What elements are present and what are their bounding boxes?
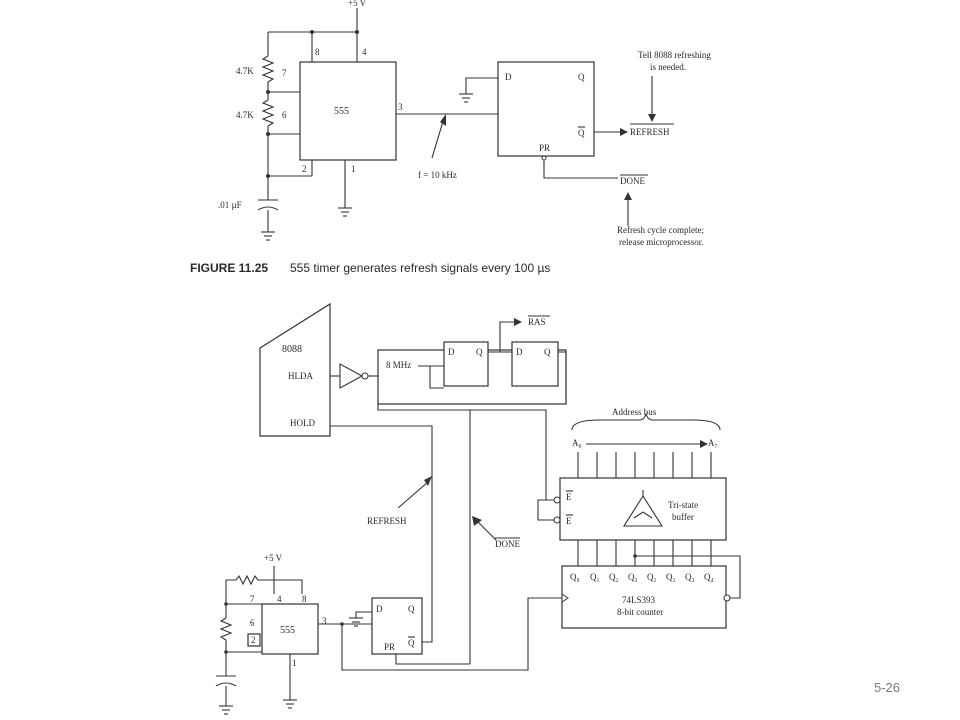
fig2-e2-label: E (566, 516, 572, 526)
fig1-note-done-2: release microprocessor. (619, 237, 703, 247)
fig2-8088-cpu (259, 302, 331, 437)
fig2-buffer-counter-lines (577, 540, 712, 566)
fig2-hlda-label: HLDA (288, 371, 313, 381)
fig2-e1-label: E (566, 492, 572, 502)
fig2-ff1-q: Q (476, 347, 483, 357)
fig2-counter-label-2: 8-bit counter (617, 607, 663, 617)
fig1-note-done-1: Refresh cycle complete; (617, 225, 704, 235)
fig2-74ls393-counter (561, 565, 727, 629)
fig2-refresh-label: REFRESH (367, 516, 407, 526)
fig2-counter-pin-4: Q₁ (647, 572, 657, 582)
fig2-flipflop-1 (443, 341, 489, 387)
fig2-555-timer (261, 603, 319, 655)
fig2-done-label: DONE (495, 539, 520, 549)
fig2-timer-label: 555 (280, 625, 295, 636)
fig2-counter-pin-6: Q₃ (685, 572, 695, 582)
fig2-ff2-q: Q (544, 347, 551, 357)
fig2-ground-555 (283, 699, 297, 709)
fig2-ground-cap (219, 705, 233, 715)
fig1-resistor-r2 (261, 99, 275, 127)
fig2-ground-d (349, 617, 363, 627)
fig2-clock-label: 8 MHz (386, 360, 411, 370)
fig2-counter-pin-0: Q₀ (570, 572, 580, 582)
fig2-flipflop-refresh (371, 597, 423, 655)
fig2-inverter (339, 363, 364, 389)
fig1-pin6: 6 (282, 110, 287, 120)
fig2-ff-qbar: Q (408, 638, 415, 648)
fig2-pin2: 2 (251, 635, 256, 645)
fig1-ff-q: Q (578, 72, 585, 82)
fig1-pin3: 3 (398, 102, 403, 112)
fig2-supply-label: +5 V (264, 553, 283, 563)
fig1-d-flipflop (497, 61, 595, 157)
figure-refresh-circuit: 8088 HLDA HOLD 8 MHz D Q D Q RAS Address… (215, 302, 741, 715)
fig1-ground-d (459, 93, 473, 103)
page-number: 5-26 (874, 680, 900, 695)
fig2-cpu-label: 8088 (282, 344, 302, 355)
fig1-r1-label: 4.7K (236, 66, 254, 76)
fig2-ff1-d: D (448, 347, 455, 357)
fig2-flipflop-2 (511, 341, 559, 387)
fig1-ff-qbar: Q (578, 128, 585, 138)
fig1-ff-pr: PR (539, 143, 550, 153)
fig2-pin8: 8 (302, 594, 307, 604)
fig2-a0-label: A₀ (572, 438, 582, 448)
fig2-address-bus-label: Address bus (612, 407, 657, 417)
fig2-counter-pin-3: Q₃ (628, 572, 638, 582)
fig1-refresh-label: REFRESH (630, 127, 670, 137)
fig2-address-bus-brace (571, 412, 721, 431)
figure-caption-label: FIGURE 11.25 (190, 261, 268, 275)
fig2-ff-q: Q (408, 604, 415, 614)
fig2-counter-pin-5: Q₂ (666, 572, 676, 582)
fig2-bus-lines (577, 452, 712, 478)
fig2-buffer-label-2: buffer (672, 512, 694, 522)
fig2-done-arrow (475, 519, 497, 541)
fig1-pin4: 4 (362, 47, 367, 57)
fig2-pin7: 7 (250, 594, 255, 604)
fig2-buffer-label-1: Tri-state (668, 500, 698, 510)
fig2-pin6: 6 (250, 618, 255, 628)
fig1-ff-d: D (505, 72, 512, 82)
fig1-cap-label: .01 µF (218, 200, 242, 210)
fig1-timer-label: 555 (334, 106, 349, 117)
fig1-pin8: 8 (315, 47, 320, 57)
fig2-refresh-arrow (397, 481, 429, 509)
fig2-a7-label: A₇ (708, 438, 718, 448)
fig2-ff-pr: PR (384, 642, 395, 652)
fig2-resistor-side (219, 617, 233, 641)
fig1-pin2: 2 (302, 164, 307, 174)
fig2-counter-pin-7: Q₄ (704, 572, 714, 582)
fig1-note-tell-2: is needed. (650, 62, 686, 72)
fig2-ras-label: RAS (528, 317, 546, 327)
fig2-counter-pin-1: Q₁ (590, 572, 600, 582)
fig1-pin7: 7 (282, 68, 287, 78)
fig1-freq-arrow (431, 117, 445, 159)
fig1-ground-555 (338, 207, 352, 217)
figure-caption-text: 555 timer generates refresh signals ever… (290, 261, 550, 275)
fig2-buffer-symbol (623, 494, 663, 527)
fig1-done-label: DONE (620, 176, 645, 186)
fig1-note-tell-1: Tell 8088 refreshing (638, 50, 711, 60)
fig2-pin3: 3 (322, 616, 327, 626)
fig2-ff2-d: D (516, 347, 523, 357)
fig2-resistor-top (226, 574, 303, 594)
fig1-ground-cap (261, 231, 275, 241)
fig1-r2-label: 4.7K (236, 110, 254, 120)
fig1-pin1: 1 (351, 164, 356, 174)
fig2-counter-label-1: 74LS393 (622, 595, 656, 605)
fig2-ff-d: D (376, 604, 383, 614)
fig1-resistor-r1 (261, 55, 275, 83)
fig2-pin4: 4 (277, 594, 282, 604)
fig2-counter-pin-2: Q₂ (609, 572, 619, 582)
fig1-supply-label: +5 V (348, 0, 367, 8)
fig2-hold-label: HOLD (290, 418, 315, 428)
fig2-pin1: 1 (292, 658, 297, 668)
fig1-freq-label: f = 10 kHz (418, 170, 457, 180)
figure-11-25: +5 V 4.7K 4.7K .01 µF 55 (190, 0, 711, 275)
fig1-555-timer (299, 61, 397, 161)
